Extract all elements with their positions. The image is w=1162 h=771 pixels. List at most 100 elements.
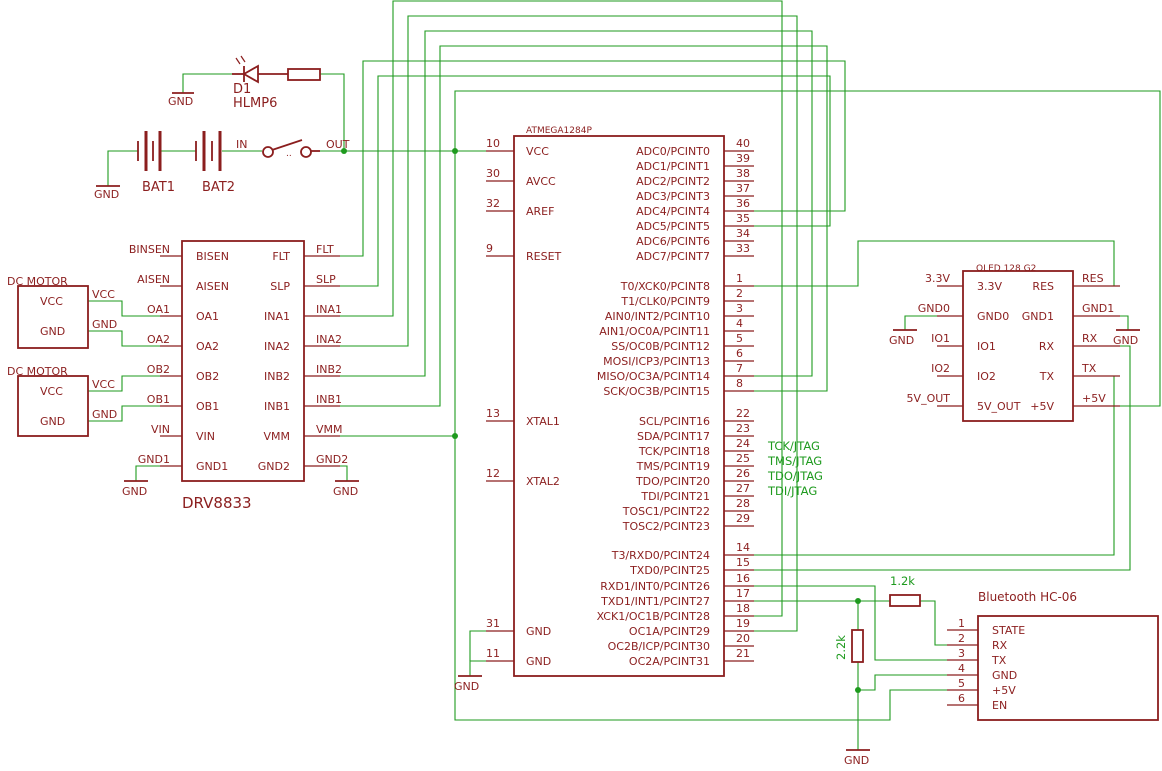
gnd-label: GND <box>333 485 358 498</box>
r2-label: 2.2k <box>834 635 848 660</box>
bluetooth-title: Bluetooth HC-06 <box>978 590 1077 604</box>
motor-pin: VCC <box>40 295 63 308</box>
oled-net-label: TX <box>1081 362 1097 375</box>
mcu-pin-number: 33 <box>736 242 750 255</box>
motor-net: GND <box>92 408 117 421</box>
mcu-pin-number: 26 <box>736 467 750 480</box>
mcu-pin-name: RXD1/INT0/PCINT26 <box>600 580 710 593</box>
gnd-label: GND <box>94 188 119 201</box>
motor-title: DC MOTOR <box>7 365 68 378</box>
mcu-pin-name: AREF <box>526 205 554 218</box>
mcu-pin-name: RESET <box>526 250 562 263</box>
mcu-pin-name: SS/OC0B/PCINT12 <box>611 340 710 353</box>
mcu-pin-name: SCK/OC3B/PCINT15 <box>603 385 710 398</box>
mcu-pin-number: 32 <box>486 197 500 210</box>
mcu-pin-name: TCK/PCINT18 <box>638 445 710 458</box>
oled-pin-name: IO2 <box>977 370 996 383</box>
mcu-pin-name: GND <box>526 655 551 668</box>
bluetooth-pin-name: EN <box>992 699 1007 712</box>
mcu-pin-number: 24 <box>736 437 750 450</box>
driver-net-label: AISEN <box>137 273 170 286</box>
driver-pin-name: FLT <box>272 250 290 263</box>
mcu-pin-name: ADC1/PCINT1 <box>636 160 710 173</box>
mcu-pin-name: ADC7/PCINT7 <box>636 250 710 263</box>
oled-pin-name: GND0 <box>977 310 1009 323</box>
driver-pin-name: INA2 <box>264 340 290 353</box>
jtag-label: TCK/JTAG <box>767 439 820 453</box>
mcu: ATMEGA1284P 10VCC30AVCC32AREF9RESET13XTA… <box>454 126 823 693</box>
oled-net-label: 3.3V <box>925 272 950 285</box>
mcu-pin-name: TOSC1/PCINT22 <box>622 505 710 518</box>
driver-net-label: OA2 <box>147 333 170 346</box>
bluetooth-pin-name: STATE <box>992 624 1025 637</box>
driver-net-label: INA2 <box>316 333 342 346</box>
driver-net-label: INB1 <box>316 393 342 406</box>
oled-net-label: GND0 <box>918 302 950 315</box>
switch-icon: .. <box>262 139 320 159</box>
mcu-part: ATMEGA1284P <box>526 126 592 136</box>
motor-net: VCC <box>92 288 115 301</box>
oled-net-label: 5V_OUT <box>907 392 951 405</box>
bluetooth-pin-number: 3 <box>958 647 965 660</box>
driver-net-label: GND1 <box>138 453 170 466</box>
motor-pin: GND <box>40 325 65 338</box>
driver-pin-name: AISEN <box>196 280 229 293</box>
switch-out-label: OUT <box>326 138 350 151</box>
junction <box>452 433 458 439</box>
motor-pin: VCC <box>40 385 63 398</box>
mcu-pin-number: 10 <box>486 137 500 150</box>
mcu-pin-number: 35 <box>736 212 750 225</box>
mcu-pin-number: 37 <box>736 182 750 195</box>
wires <box>88 0 1161 750</box>
driver-pin-name: OA1 <box>196 310 219 323</box>
driver-name: DRV8833 <box>182 494 252 512</box>
driver-pin-name: INB1 <box>264 400 290 413</box>
gnd-label: GND <box>844 754 869 767</box>
mcu-pin-name: ADC0/PCINT0 <box>636 145 710 158</box>
mcu-pin-number: 16 <box>736 572 750 585</box>
mcu-pin-number: 12 <box>486 467 500 480</box>
motor-pin: GND <box>40 415 65 428</box>
mcu-pin-name: OC2A/PCINT31 <box>629 655 710 668</box>
led-part: HLMP6 <box>233 96 277 111</box>
junctions <box>341 148 861 693</box>
switch-in-label: IN <box>236 138 247 151</box>
driver-body <box>181 240 305 482</box>
driver-pin-name: OA2 <box>196 340 219 353</box>
driver-pin-name: VMM <box>263 430 290 443</box>
mcu-pin-number: 31 <box>486 617 500 630</box>
motor-2: DC MOTOR VCC GND VCC GND <box>7 365 117 437</box>
driver-left-pins: BINSENBISENAISENAISENOA1OA1OA2OA2OB2OB2O… <box>129 243 229 473</box>
driver-net-label: OB2 <box>147 363 170 376</box>
driver-right-pins: FLTFLTSLPSLPINA1INA1INA2INA2INB2INB2INB1… <box>258 243 348 473</box>
oled-pin-name: RES <box>1032 280 1054 293</box>
junction <box>452 148 458 154</box>
bluetooth-pin-number: 4 <box>958 662 965 675</box>
mcu-left-pins: 10VCC30AVCC32AREF9RESET13XTAL112XTAL231G… <box>486 137 562 668</box>
oled-title: OLED 128 G2 <box>976 264 1036 274</box>
driver-net-label: VMM <box>316 423 343 436</box>
mcu-pin-number: 19 <box>736 617 750 630</box>
mcu-pin-number: 34 <box>736 227 750 240</box>
oled-pin-name: IO1 <box>977 340 996 353</box>
driver-net-label: GND2 <box>316 453 348 466</box>
junction <box>341 148 347 154</box>
bluetooth-body <box>977 615 1159 721</box>
mcu-pin-name: T1/CLK0/PCINT9 <box>620 295 710 308</box>
driver-net-label: OA1 <box>147 303 170 316</box>
mcu-pin-name: AIN0/INT2/PCINT10 <box>605 310 710 323</box>
driver-pin-name: GND1 <box>196 460 228 473</box>
resistor-1-2k <box>889 594 921 607</box>
mcu-pin-number: 15 <box>736 556 750 569</box>
driver-pin-name: OB2 <box>196 370 219 383</box>
mcu-pin-number: 29 <box>736 512 750 525</box>
mcu-pin-name: ADC3/PCINT3 <box>636 190 710 203</box>
mcu-pin-number: 11 <box>486 647 500 660</box>
mcu-pin-name: TMS/PCINT19 <box>636 460 710 473</box>
driver-net-label: INB2 <box>316 363 342 376</box>
oled-net-label: RX <box>1082 332 1098 345</box>
gnd-label: GND <box>889 334 914 347</box>
mcu-right-pins: 40ADC0/PCINT039ADC1/PCINT138ADC2/PCINT23… <box>597 137 754 668</box>
mcu-pin-name: TDI/PCINT21 <box>640 490 710 503</box>
